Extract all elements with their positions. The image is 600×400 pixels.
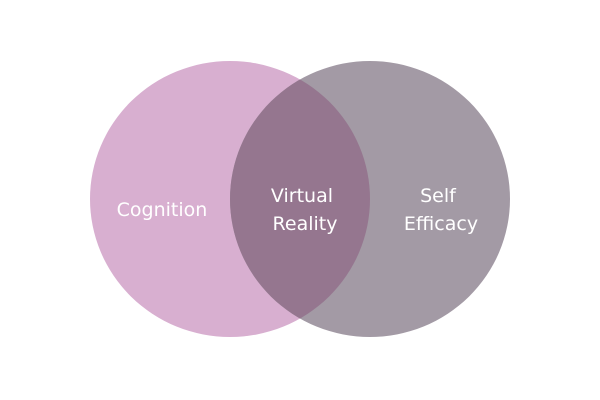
self-efficacy-label-line-2: Efficacy bbox=[404, 213, 478, 235]
virtual-reality-label: Virtual Reality bbox=[271, 185, 339, 235]
virtual-reality-label-line-2: Reality bbox=[273, 213, 338, 235]
self-efficacy-label-line-1: Self bbox=[420, 185, 457, 207]
cognition-label: Cognition bbox=[117, 199, 208, 221]
self-efficacy-label: Self Efficacy bbox=[404, 185, 478, 235]
virtual-reality-label-line-1: Virtual bbox=[271, 185, 333, 207]
virtual-reality-overlap bbox=[230, 61, 370, 337]
